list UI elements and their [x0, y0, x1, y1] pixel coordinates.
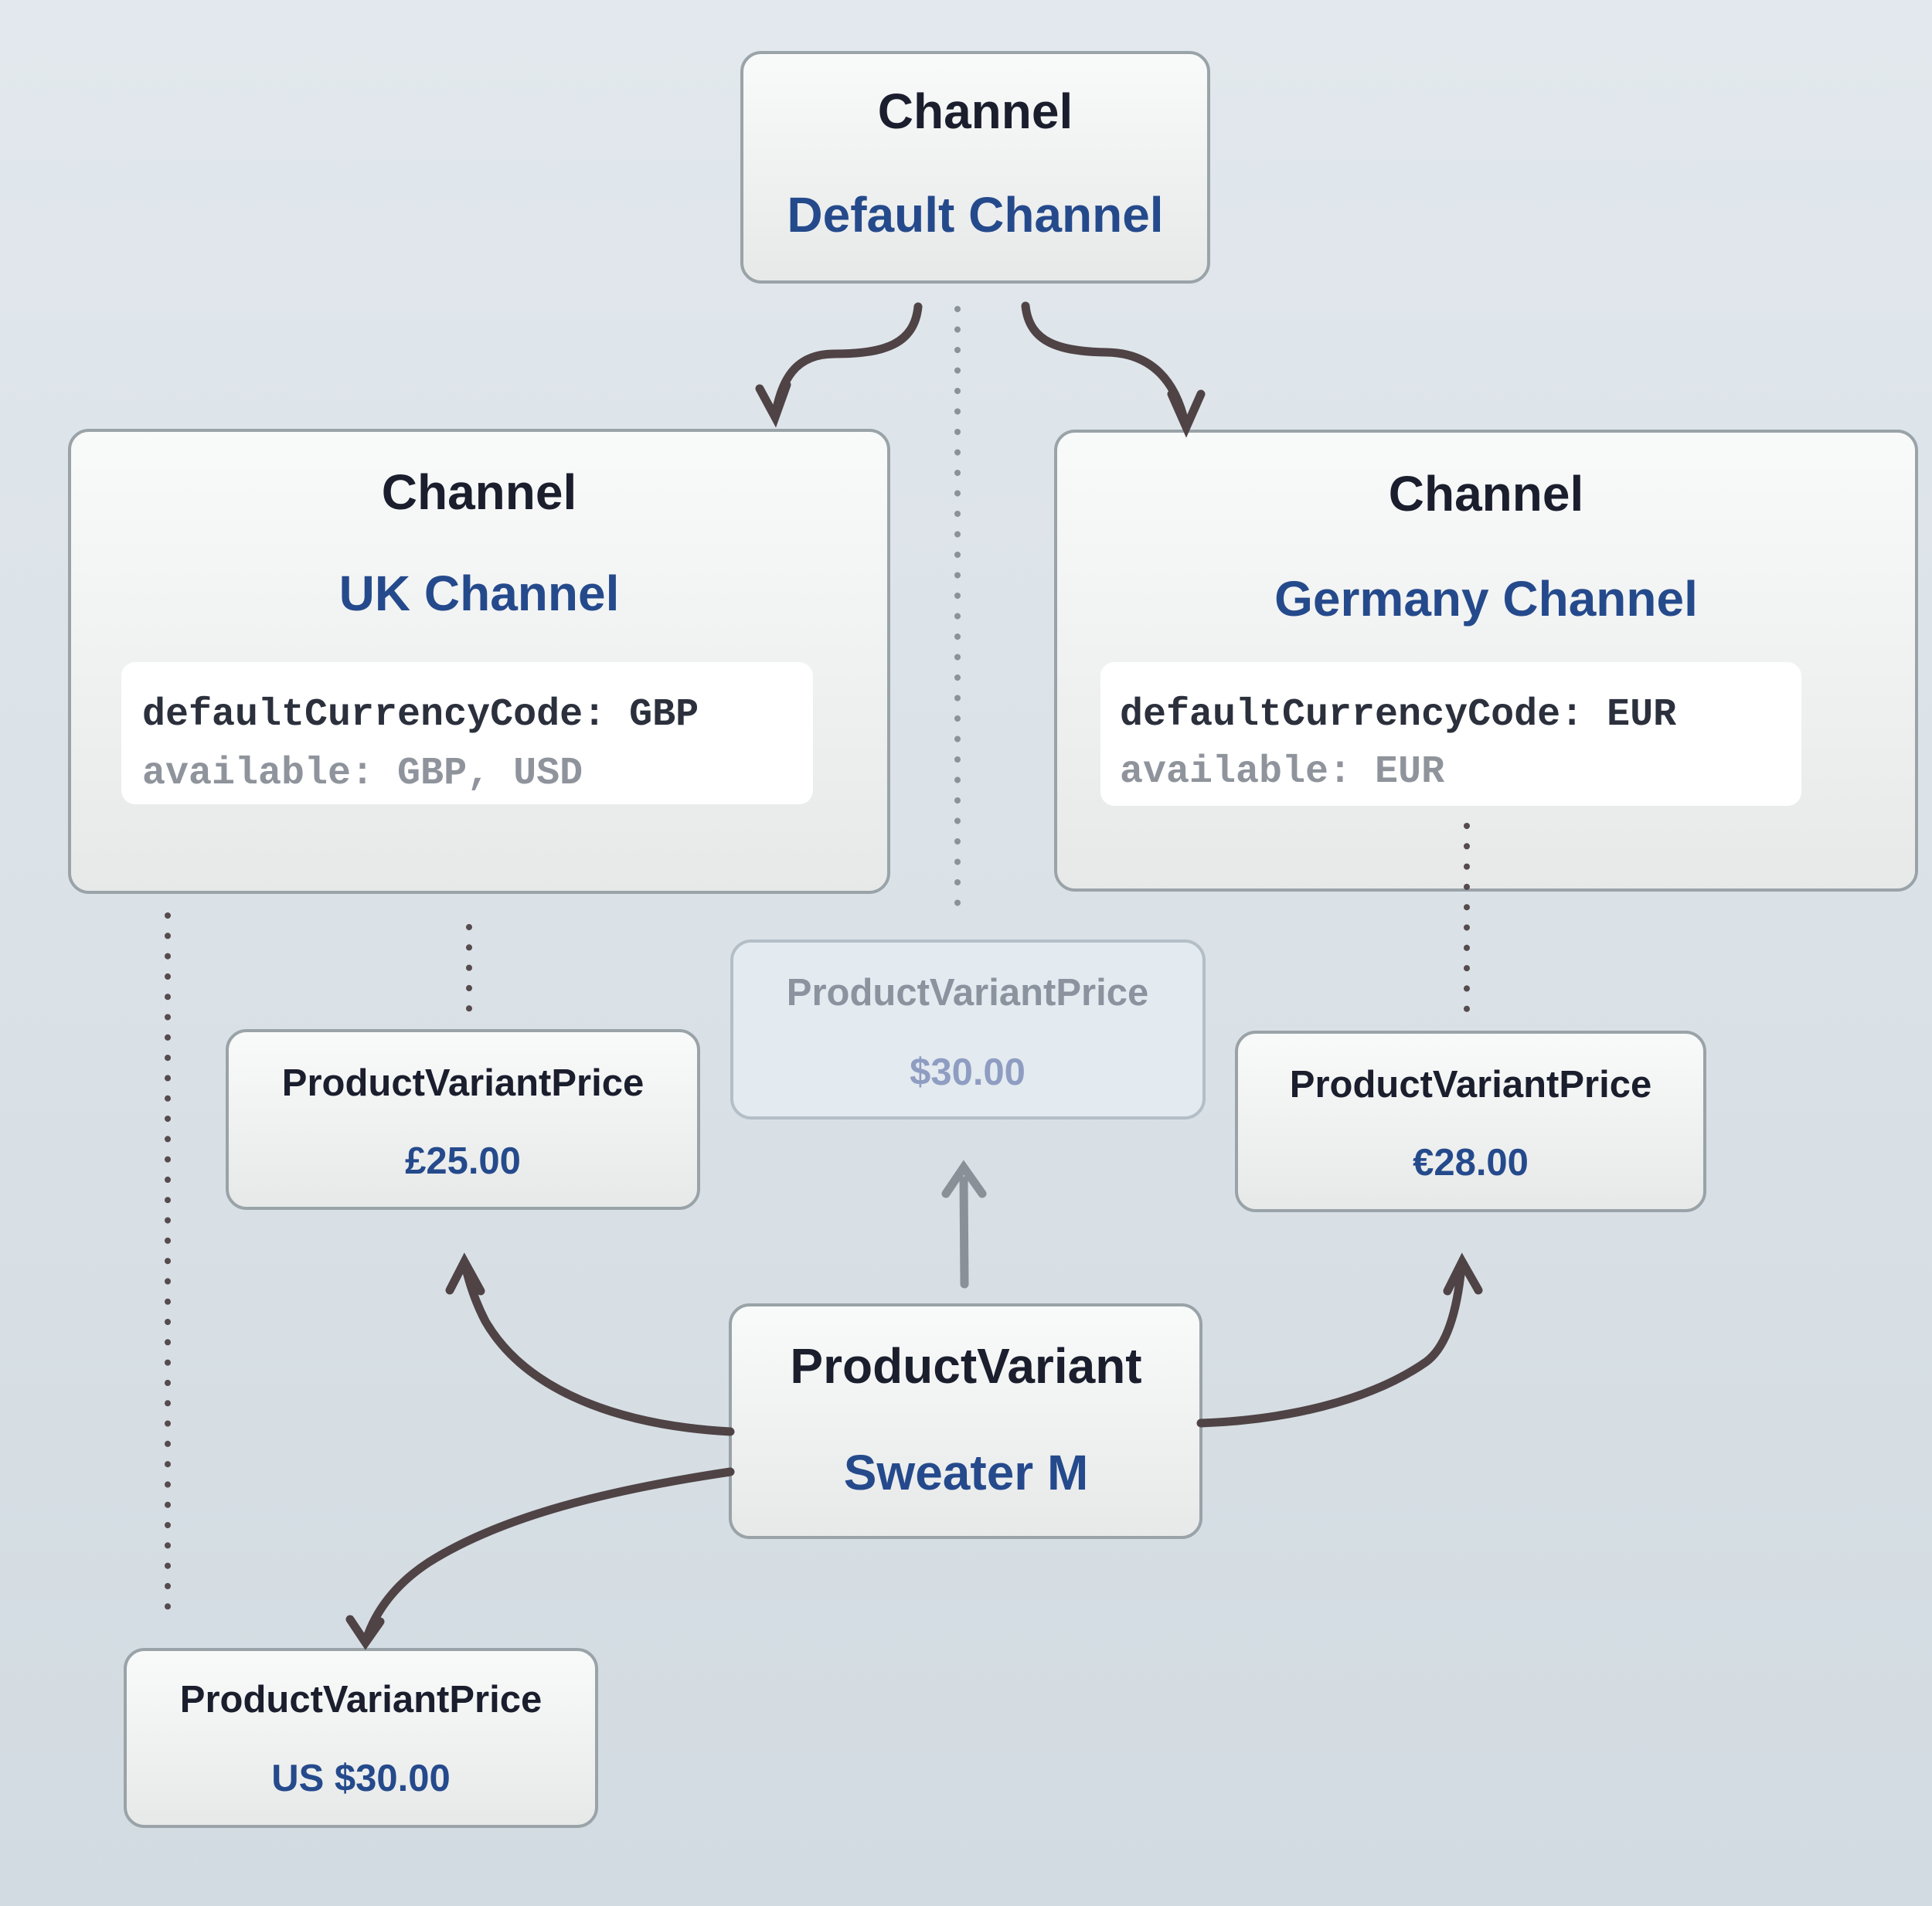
- svg-text:ProductVariantPrice: ProductVariantPrice: [282, 1062, 644, 1104]
- svg-text:defaultCurrencyCode: EUR: defaultCurrencyCode: EUR: [1120, 693, 1676, 737]
- svg-text:Channel: Channel: [382, 464, 577, 520]
- svg-text:ProductVariant: ProductVariant: [790, 1338, 1141, 1394]
- svg-text:UK Channel: UK Channel: [339, 566, 620, 621]
- svg-text:Germany Channel: Germany Channel: [1274, 571, 1698, 627]
- svg-text:Sweater M: Sweater M: [844, 1445, 1089, 1500]
- svg-text:Channel: Channel: [1389, 466, 1583, 522]
- svg-text:ProductVariantPrice: ProductVariantPrice: [1290, 1064, 1651, 1106]
- svg-text:Default Channel: Default Channel: [787, 187, 1163, 243]
- svg-text:€28.00: €28.00: [1413, 1142, 1529, 1184]
- svg-text:$30.00: $30.00: [910, 1052, 1026, 1093]
- svg-text:ProductVariantPrice: ProductVariantPrice: [787, 972, 1148, 1014]
- svg-text:Channel: Channel: [878, 83, 1073, 139]
- svg-text:available: GBP, USD: available: GBP, USD: [142, 752, 583, 796]
- svg-text:ProductVariantPrice: ProductVariantPrice: [180, 1679, 542, 1721]
- svg-text:£25.00: £25.00: [405, 1140, 521, 1182]
- svg-text:available: EUR: available: EUR: [1120, 750, 1444, 794]
- svg-text:defaultCurrencyCode: GBP: defaultCurrencyCode: GBP: [142, 693, 699, 737]
- svg-text:US $30.00: US $30.00: [271, 1758, 451, 1799]
